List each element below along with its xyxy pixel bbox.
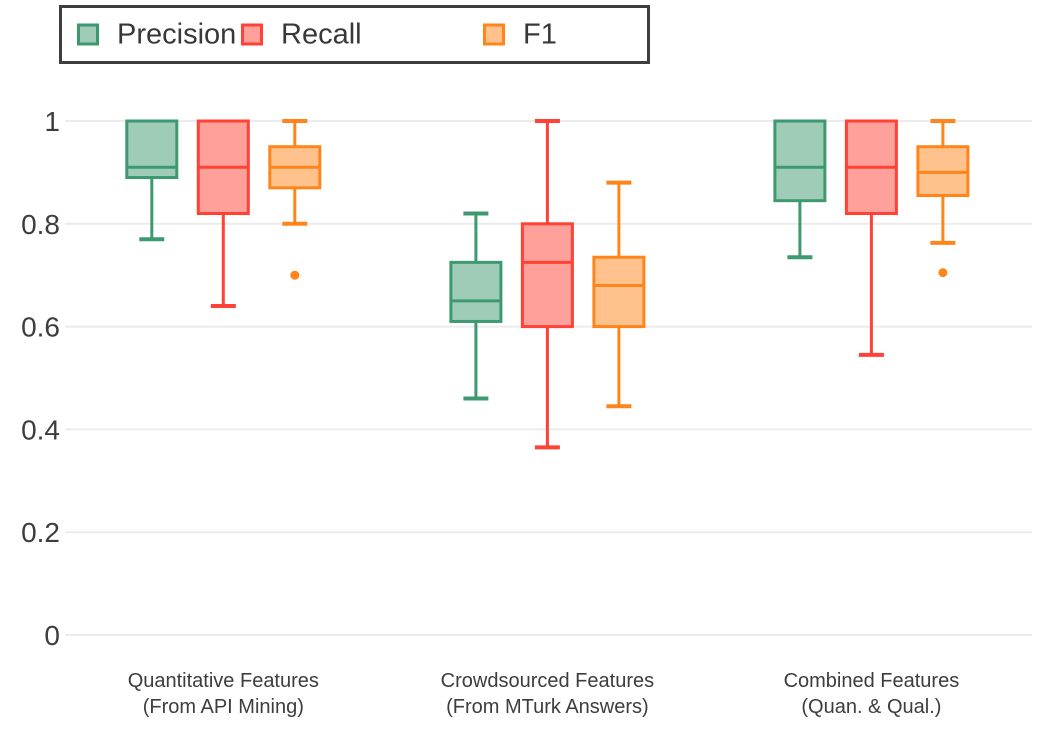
legend-label-recall: Recall	[281, 18, 362, 50]
y-tick-label: 1	[44, 106, 60, 137]
box-precision-group3[interactable]	[773, 119, 827, 203]
y-tick-label: 0.8	[21, 209, 60, 240]
x-axis-label-group2-line1: Crowdsourced Features	[441, 670, 654, 692]
precision-swatch-icon	[77, 23, 99, 46]
y-tick-label: 0.2	[21, 517, 60, 548]
legend-label-precision: Precision	[117, 18, 237, 50]
box-f1-group3-outlier-point[interactable]	[938, 268, 948, 278]
legend-item-precision[interactable]: Precision	[77, 20, 236, 49]
legend-item-f1[interactable]: F1	[483, 20, 557, 49]
legend: Precision Recall F1	[59, 5, 650, 64]
x-axis-label-group3-line1: Combined Features	[784, 670, 960, 692]
x-axis-label-group2-line2: (From MTurk Answers)	[446, 696, 649, 718]
legend-label-f1: F1	[523, 18, 557, 50]
legend-item-recall[interactable]: Recall	[241, 20, 362, 49]
y-tick-label: 0	[44, 620, 60, 651]
box-precision-group1[interactable]	[125, 119, 179, 180]
f1-swatch-icon	[483, 23, 505, 46]
box-f1-group1-outlier-point[interactable]	[290, 270, 300, 280]
x-axis-label-group1-line1: Quantitative Features	[128, 670, 319, 692]
box-precision-group2[interactable]	[449, 260, 503, 323]
x-axis-label-group1-line2: (From API Mining)	[143, 696, 304, 718]
recall-swatch-icon	[241, 23, 263, 46]
box-recall-group2[interactable]	[520, 222, 574, 329]
box-f1-group2[interactable]	[592, 255, 646, 329]
y-tick-label: 0.4	[21, 414, 60, 445]
x-axis-label-group3-line2: (Quan. & Qual.)	[801, 696, 941, 718]
y-tick-label: 0.6	[21, 312, 60, 343]
